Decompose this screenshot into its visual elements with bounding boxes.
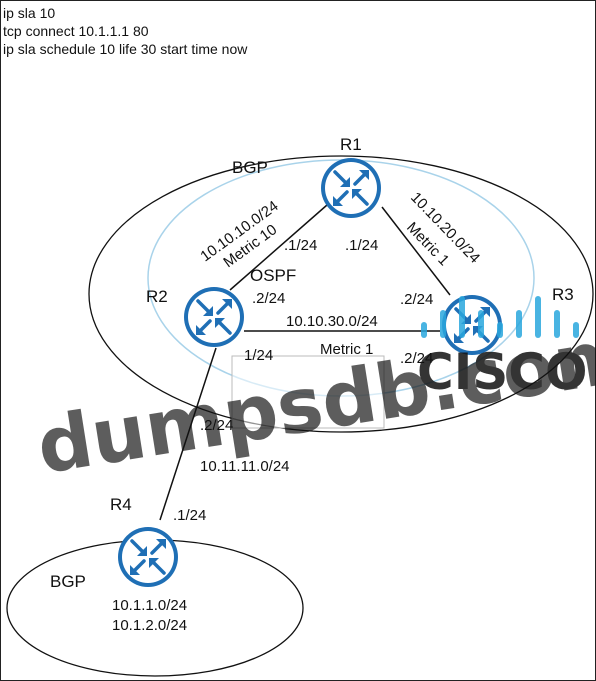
- link-r2-r4-subnet: 10.11.11.0/24: [200, 458, 290, 475]
- link-r1-r2-r2-interface: .2/24: [252, 290, 285, 307]
- link-r2-r4: [159, 347, 217, 521]
- watermark-brand: CISCO: [417, 343, 588, 401]
- link-r2-r3-metric: Metric 1: [320, 341, 373, 358]
- config-line: tcp connect 10.1.1.1 80: [3, 23, 149, 39]
- link-r1-r2-r1-interface: .1/24: [284, 237, 317, 254]
- link-r1-r3-r3-interface: .2/24: [400, 291, 433, 308]
- link-r2-r3-r3-interface: .2/24: [400, 350, 433, 367]
- router-r4-icon: [116, 525, 180, 589]
- bgp-as-top-boundary: [88, 155, 594, 433]
- ospf-label: OSPF: [250, 266, 296, 285]
- link-r1-r3-r1-interface: .1/24: [345, 237, 378, 254]
- link-r1-r3: [381, 206, 451, 296]
- router-r2-icon: [182, 285, 246, 349]
- router-r2-label: R2: [146, 287, 168, 306]
- config-line: ip sla schedule 10 life 30 start time no…: [3, 41, 248, 57]
- link-r2-r4-r2-interface: .2/24: [200, 417, 233, 434]
- link-r2-r3-r2-interface: 1/24: [244, 347, 273, 364]
- router-r4-label: R4: [110, 495, 132, 514]
- link-r1-r2: [229, 204, 328, 291]
- link-r2-r3-subnet: 10.10.30.0/24: [286, 313, 378, 330]
- router-r1-label: R1: [340, 135, 362, 154]
- r4-network-1: 10.1.1.0/24: [112, 597, 187, 614]
- config-line: ip sla 10: [3, 5, 56, 21]
- bgp-bottom-label: BGP: [50, 572, 86, 591]
- bgp-top-label: BGP: [232, 158, 268, 177]
- config-block: ip sla 10 tcp connect 10.1.1.1 80 ip sla…: [3, 4, 247, 58]
- r4-network-2: 10.1.2.0/24: [112, 617, 187, 634]
- cisco-bars-logo-icon: [421, 296, 579, 338]
- router-r1-icon: [319, 156, 383, 220]
- link-r2-r4-r4-interface: .1/24: [173, 507, 206, 524]
- router-r3-label: R3: [552, 285, 574, 304]
- preview-overlay: [231, 355, 385, 429]
